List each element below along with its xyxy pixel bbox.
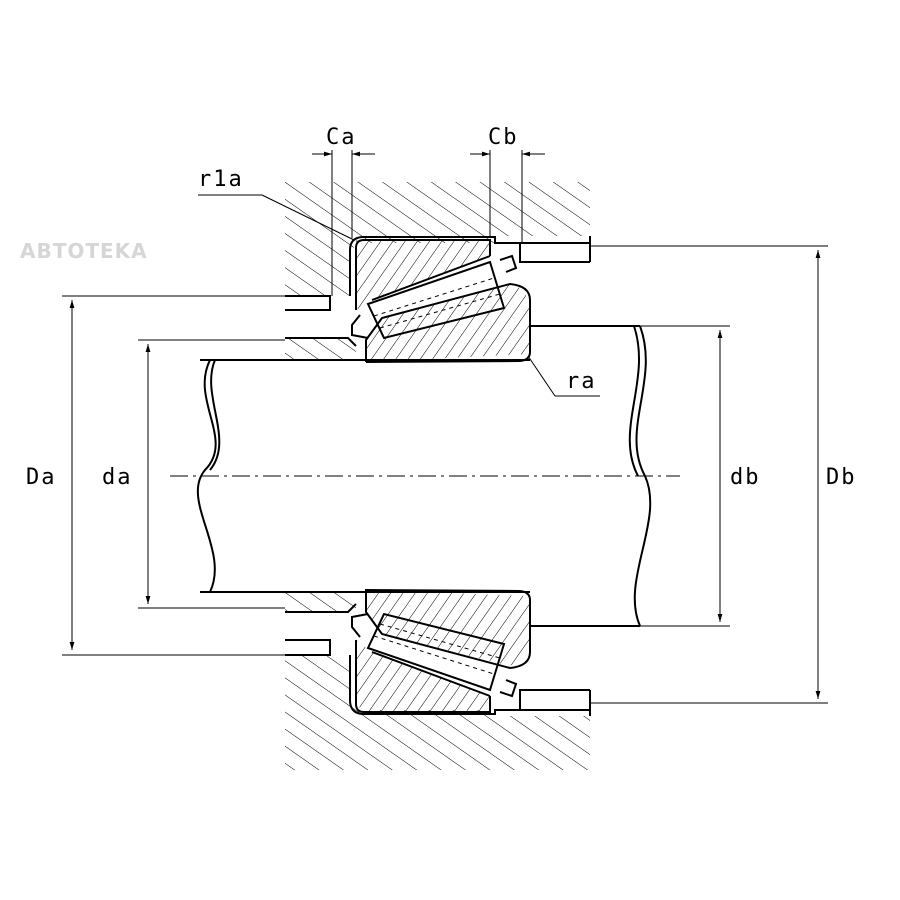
watermark-logo: ABTOTEKA [20, 239, 148, 263]
roller-top [351, 254, 518, 340]
dimension-lines [62, 150, 828, 704]
label-r1a: r1a [198, 167, 244, 192]
label-db-outer: Db [826, 465, 857, 490]
shaft [170, 325, 680, 627]
outer-ring-bottom [355, 640, 491, 713]
label-da-outer: Da [26, 465, 57, 490]
roller-bottom [351, 612, 518, 698]
label-cb: Cb [488, 125, 519, 150]
shaft-shoulder [285, 337, 357, 613]
label-da-inner: da [102, 465, 133, 490]
label-ra: ra [566, 369, 597, 394]
outer-ring-top [355, 239, 491, 310]
label-ca: Ca [326, 125, 357, 150]
label-db-inner: db [730, 465, 761, 490]
